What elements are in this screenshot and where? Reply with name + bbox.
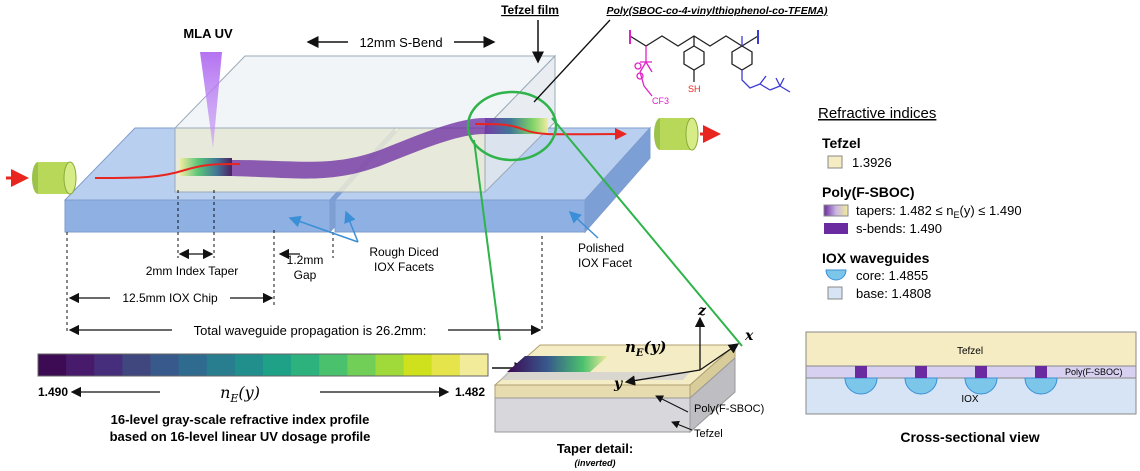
- legend-core-swatch: [825, 269, 847, 281]
- index-taper-label: 2mm Index Taper: [146, 264, 239, 278]
- cross-iox-label: IOX: [961, 394, 979, 405]
- gradient-level-16: [459, 354, 489, 376]
- cross-tefzel-label: Tefzel: [957, 346, 983, 357]
- detail-ne-symbol: nE(y): [625, 338, 666, 359]
- total-propagation-dimension: Total waveguide propagation is 26.2mm:: [68, 322, 542, 338]
- rough-label-line2: IOX Facets: [374, 260, 434, 274]
- legend-tefzel-value: 1.3926: [852, 155, 892, 170]
- gradient-level-10: [291, 354, 320, 376]
- s-bend-dimension: 12mm S-Bend: [306, 35, 496, 50]
- legend-tefzel-title: Tefzel: [822, 135, 861, 151]
- polymer-pointer: [533, 19, 611, 103]
- sh-label: SH: [688, 84, 701, 94]
- gradient-level-15: [431, 354, 461, 376]
- polished-label-line1: Polished: [578, 241, 624, 255]
- detail-tefzel-label: Tefzel: [694, 428, 723, 440]
- legend-base: base: 1.4808: [856, 286, 931, 301]
- gradient-level-3: [94, 354, 123, 376]
- iox-chip-label: 12.5mm IOX Chip: [122, 291, 218, 305]
- inverted-label: (inverted): [574, 458, 615, 468]
- ne-symbol: nE(y): [220, 383, 260, 405]
- gradient-level-9: [263, 354, 292, 376]
- axis-y-label: y: [613, 376, 623, 392]
- gradient-level-6: [178, 354, 208, 376]
- dimension-guides: [66, 190, 543, 332]
- taper-detail-label: Taper detail:: [557, 441, 633, 456]
- gradient-level-8: [234, 354, 264, 376]
- legend-sbends: s-bends: 1.490: [856, 221, 942, 236]
- gap-dimension: 1.2mm Gap: [278, 248, 324, 282]
- s-bend-label: 12mm S-Bend: [359, 35, 442, 50]
- gradient-right-value: 1.482: [455, 385, 485, 399]
- taper-detail: [493, 316, 740, 434]
- output-fiber: [654, 117, 699, 151]
- input-fiber: [32, 161, 77, 195]
- gradient-level-12: [347, 354, 377, 376]
- refractive-index-legend: Refractive indices Tefzel 1.3926 Poly(F-…: [818, 105, 1022, 301]
- legend-base-swatch: [827, 286, 843, 300]
- total-propagation-label: Total waveguide propagation is 26.2mm:: [194, 323, 427, 338]
- waveguide-path: [94, 118, 627, 179]
- legend-tefzel-swatch: [827, 155, 843, 169]
- detail-poly-label: Poly(F-SBOC): [694, 403, 764, 415]
- uv-beam: [200, 52, 222, 148]
- zoom-line-left: [473, 139, 501, 341]
- index-taper-dimension: 2mm Index Taper: [146, 248, 239, 278]
- cross-poly-label: Poly(F-SBOC): [1065, 367, 1123, 377]
- polished-label-line2: IOX Facet: [578, 256, 633, 270]
- index-gradient-bar: [37, 353, 489, 377]
- zoom-circle: [466, 90, 558, 162]
- legend-poly-title: Poly(F-SBOC): [822, 184, 915, 200]
- gradient-level-14: [403, 354, 433, 376]
- zoom-line-right: [551, 117, 743, 347]
- rough-facets-callout: Rough Diced IOX Facets: [288, 210, 439, 274]
- gradient-level-13: [375, 354, 405, 376]
- rough-label-line1: Rough Diced: [369, 245, 438, 259]
- gradient-level-7: [206, 354, 236, 376]
- legend-core: core: 1.4855: [856, 268, 928, 283]
- legend-sbend-swatch: [824, 223, 848, 234]
- cf3-label: CF3: [652, 96, 669, 106]
- legend-heading: Refractive indices: [818, 105, 936, 122]
- profile-caption-line1: 16-level gray-scale refractive index pro…: [111, 412, 370, 427]
- cross-section-title: Cross-sectional view: [900, 429, 1039, 445]
- gradient-left-value: 1.490: [38, 385, 68, 399]
- gradient-level-4: [122, 354, 152, 376]
- cross-section: [805, 331, 1137, 415]
- chemical-structure: [629, 30, 791, 97]
- legend-taper-swatch: [823, 204, 849, 217]
- axis-x-label: x: [744, 328, 754, 344]
- gradient-level-5: [150, 354, 180, 376]
- legend-iox-title: IOX waveguides: [822, 250, 930, 266]
- polished-facet-callout: Polished IOX Facet: [568, 210, 633, 270]
- device-illustration: [6, 52, 743, 347]
- profile-caption-line2: based on 16-level linear UV dosage profi…: [110, 429, 371, 444]
- gap-value-label: 1.2mm: [287, 253, 324, 267]
- mla-uv-label: MLA UV: [183, 26, 233, 41]
- legend-tapers: tapers: 1.482 ≤ nE(y) ≤ 1.490: [856, 203, 1022, 220]
- gradient-level-11: [319, 354, 348, 376]
- gradient-bar-border: [37, 353, 489, 377]
- polymer-label: Poly(SBOC-co-4-vinylthiophenol-co-TFEMA): [606, 5, 828, 17]
- gradient-level-1: [38, 354, 67, 376]
- axis-z-label: z: [697, 303, 707, 319]
- tefzel-film-label: Tefzel film: [501, 3, 559, 17]
- gap-word-label: Gap: [294, 268, 317, 282]
- gradient-level-2: [66, 354, 95, 376]
- iox-chip-dimension: 12.5mm IOX Chip: [68, 291, 274, 305]
